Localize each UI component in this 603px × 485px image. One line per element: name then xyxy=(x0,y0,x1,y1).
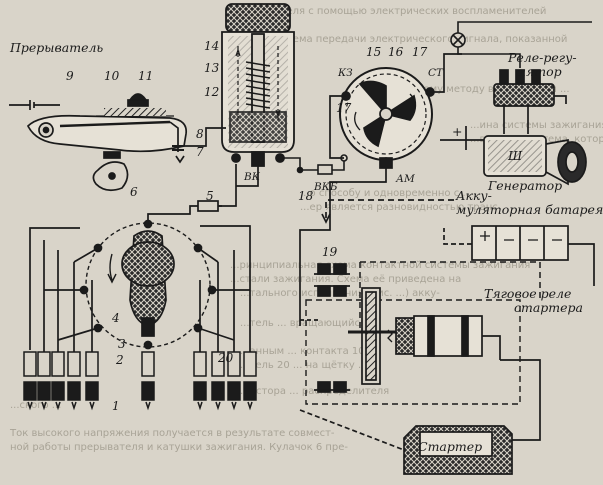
traction-relay xyxy=(300,263,521,405)
ref-11: 11 xyxy=(138,69,153,83)
ref-19: 19 xyxy=(322,245,338,259)
bg-line: ...тель 20 ... на щётку ... xyxy=(240,360,368,371)
ref-3: 3 xyxy=(118,337,126,351)
ref-14: 14 xyxy=(204,39,219,53)
spark-plugs xyxy=(23,351,257,411)
ref-2: 2 xyxy=(115,353,124,367)
plus-label: + xyxy=(452,124,462,139)
kz-label: КЗ xyxy=(337,67,353,79)
vkb-label: ВКБ xyxy=(313,181,338,193)
bg-line: двигателя с помощью электрических воспла… xyxy=(250,6,546,17)
ref-8: 8 xyxy=(196,127,204,141)
bg-line: ...о способу и одновременно с ... xyxy=(300,188,472,199)
relay-regulator-label-2: лятор xyxy=(518,64,562,79)
traction-relay-label: Тяговое реле xyxy=(484,286,571,301)
ref-9: 9 xyxy=(66,69,74,83)
relay-regulator-label: Реле-регу- xyxy=(507,50,577,65)
st-label: СТ xyxy=(428,67,444,79)
ref-17-left: 17 xyxy=(336,101,352,115)
ref-4: 4 xyxy=(111,311,120,325)
bg-line: ...анным ... контакта 10 xyxy=(240,346,365,357)
ref-17: 17 xyxy=(412,45,428,59)
control-circuit xyxy=(359,261,541,330)
bg-line: ниже схема передачи электрического сигна… xyxy=(250,34,567,45)
bg-line: ной работы прерывателя и катушки зажиган… xyxy=(10,442,348,453)
breaker xyxy=(9,93,226,192)
battery xyxy=(321,199,595,286)
traction-relay-label-2: стартера xyxy=(514,300,583,315)
generator xyxy=(440,126,587,186)
bg-line: ...стали зажигания. Схема её приведена н… xyxy=(230,274,461,285)
bg-line: Ток высокого напряжения получается в рез… xyxy=(9,428,335,439)
ref-7: 7 xyxy=(196,145,204,159)
sh-label: Ш xyxy=(507,148,523,163)
bg-line: ...тель ... вращающийся ... xyxy=(240,318,379,329)
ignition-coil xyxy=(221,3,295,167)
battery-label: Акку- xyxy=(455,188,492,203)
ref-13: 13 xyxy=(204,61,220,75)
breaker-label: Прерыватель xyxy=(9,40,103,55)
bg-line: ...ина системы зажигания при работе xyxy=(470,120,603,131)
ref-18: 18 xyxy=(298,189,314,203)
ref-12: 12 xyxy=(204,85,219,99)
starter xyxy=(299,359,541,475)
ref-5: 5 xyxy=(206,189,214,203)
ref-16: 16 xyxy=(388,45,404,59)
bg-line: ...истора ... распределителя xyxy=(240,386,389,397)
ammeter xyxy=(299,53,462,326)
ref-10: 10 xyxy=(104,69,120,83)
starter-label: Стартер xyxy=(418,439,482,454)
bg-line: ...ер является разновидностью транс xyxy=(300,202,498,213)
diagram-labels: Прерыватель Реле-регу- лятор Генератор А… xyxy=(9,39,603,454)
vk-label: ВК xyxy=(243,171,261,183)
bg-line: ...ринципиальная схема контактной систем… xyxy=(230,260,530,271)
distributor xyxy=(29,164,259,352)
battery-label-2: муляторная батарея xyxy=(456,202,603,217)
relay-regulator xyxy=(493,69,567,134)
am-label: АМ xyxy=(395,173,415,185)
bg-line: ...ского ... xyxy=(10,400,61,411)
ref-15: 15 xyxy=(366,45,381,59)
ref-1: 1 xyxy=(112,399,120,413)
ref-6: 6 xyxy=(130,185,138,199)
bg-line: Согласно этому методу выполняется ... xyxy=(360,84,570,95)
generator-label: Генератор xyxy=(487,178,562,193)
ref-20: 20 xyxy=(217,351,234,365)
warning-lamp xyxy=(450,21,592,68)
